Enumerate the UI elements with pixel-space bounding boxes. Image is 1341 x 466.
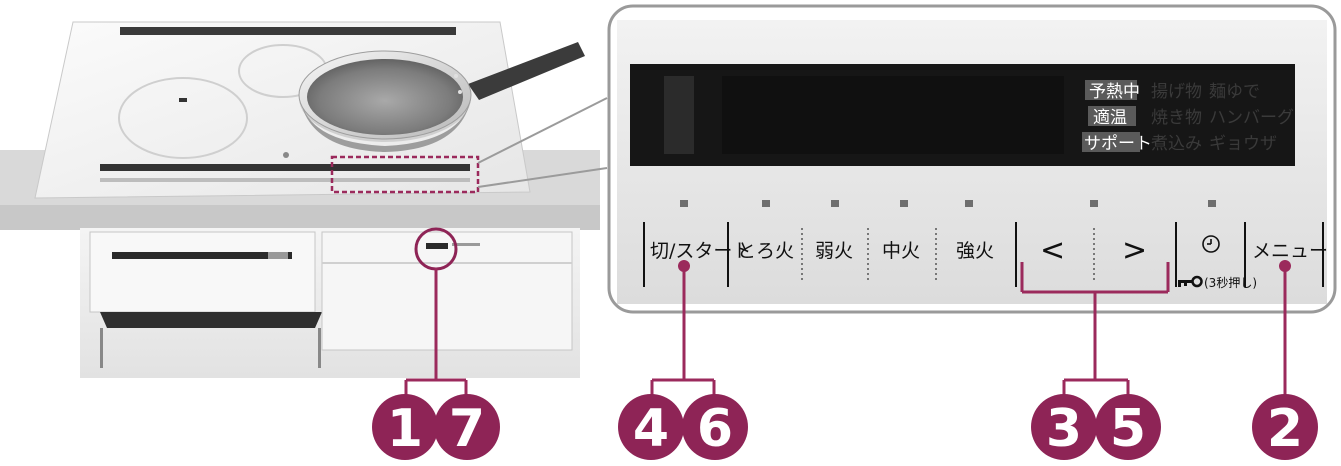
rear-vent xyxy=(120,27,456,35)
badge-num-3: 3 xyxy=(1046,399,1082,459)
grill-tray xyxy=(100,312,322,328)
led-weak xyxy=(831,200,839,207)
led-start xyxy=(680,200,688,207)
strong-fire-button[interactable]: 強火 xyxy=(956,240,994,262)
side-panel xyxy=(321,231,573,351)
led-toro xyxy=(762,200,770,207)
badge-num-5: 5 xyxy=(1110,399,1146,459)
lcd-row3-item2: ギョウザ xyxy=(1209,134,1277,154)
led-medium xyxy=(900,200,908,207)
pan-inner xyxy=(307,59,463,135)
cooktop-illustration xyxy=(0,21,600,378)
clock-icon xyxy=(1202,235,1220,253)
lcd-mode-grid: 予熱中 揚げ物 麺ゆで 適温 焼き物 ハンバーグ サポート 煮込み ギョウザ xyxy=(1082,80,1294,154)
button-separators xyxy=(643,222,1324,287)
timer-button[interactable] xyxy=(1202,235,1220,253)
lcd-row2-highlight: 適温 xyxy=(1093,108,1127,128)
lcd-row3-highlight: サポート xyxy=(1084,134,1152,154)
led-right xyxy=(1090,200,1098,207)
counter-edge xyxy=(0,205,600,230)
right-arrow-button[interactable]: > xyxy=(1122,233,1147,268)
lcd-highlight-bg xyxy=(1085,80,1137,100)
badge-num-1: 1 xyxy=(387,399,423,459)
badge-3-5: 3 5 xyxy=(1031,394,1161,460)
control-strip xyxy=(100,164,470,171)
indicator-leds xyxy=(680,200,1216,207)
left-burner xyxy=(118,77,248,159)
left-arrow-button[interactable]: < xyxy=(1040,233,1065,268)
lock-hint: (3秒押し) xyxy=(1178,275,1257,290)
weak-fire-button[interactable]: 弱火 xyxy=(815,240,853,262)
lcd-row1-item1: 揚げ物 xyxy=(1151,82,1202,102)
badge-num-2: 2 xyxy=(1267,399,1303,459)
lcd-row2-item2: ハンバーグ xyxy=(1209,108,1294,128)
start-button[interactable]: 切/スタート xyxy=(650,240,751,262)
lcd-row1-highlight: 予熱中 xyxy=(1089,82,1140,102)
grill-handle xyxy=(112,252,292,259)
badge-4-6: 4 6 xyxy=(618,394,748,460)
key-icon xyxy=(1178,275,1203,288)
pan-handle xyxy=(468,42,585,100)
lcd-row1-item2: 麺ゆで xyxy=(1209,82,1260,102)
badge-1-7: 1 7 xyxy=(372,394,500,460)
control-strip-callout xyxy=(330,155,480,194)
front-switch xyxy=(426,243,448,249)
led-timer xyxy=(1208,200,1216,207)
lcd-row3-item1: 煮込み xyxy=(1151,134,1202,154)
menu-button[interactable]: メニュー xyxy=(1252,240,1328,262)
lock-hint-label: (3秒押し) xyxy=(1204,276,1257,290)
badge-num-6: 6 xyxy=(697,399,733,459)
menu-button-callout-dot xyxy=(1279,260,1291,272)
badge-num-7: 7 xyxy=(449,399,485,459)
lcd-row2-item1: 焼き物 xyxy=(1151,108,1202,128)
start-button-callout-dot xyxy=(678,260,690,272)
led-strong xyxy=(965,200,973,207)
magnified-panel: 予熱中 揚げ物 麺ゆで 適温 焼き物 ハンバーグ サポート 煮込み ギョウザ xyxy=(607,4,1337,314)
badge-2: 2 xyxy=(1252,394,1318,460)
toro-fire-button[interactable]: とろ火 xyxy=(737,240,794,262)
grill-handle-tip xyxy=(268,252,288,259)
badge-num-4: 4 xyxy=(633,399,669,459)
grill-door xyxy=(89,231,316,313)
medium-fire-button[interactable]: 中火 xyxy=(882,240,920,262)
